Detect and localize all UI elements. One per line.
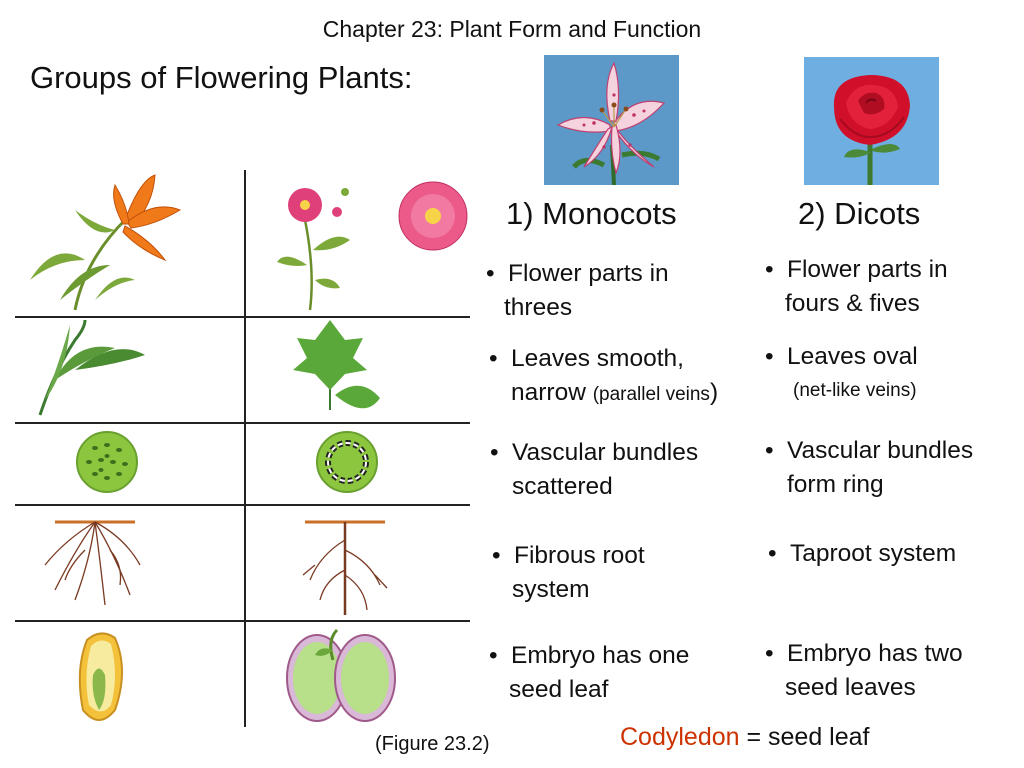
bullet-marker: • bbox=[768, 540, 777, 567]
monocot-leaf-illustration bbox=[38, 319, 145, 416]
dicots-heading: 2) Dicots bbox=[798, 196, 921, 231]
monocot-seed-illustration bbox=[78, 632, 123, 721]
bullet-line: Taproot system bbox=[790, 540, 957, 567]
lily-photo bbox=[544, 55, 679, 185]
monocot-embryo: • Embryo has one seed leaf bbox=[489, 639, 690, 707]
bullet-line: Embryo has two bbox=[787, 640, 963, 667]
monocot-leaves: • Leaves smooth, narrow (parallel veins) bbox=[489, 342, 719, 412]
bullet-line: narrow bbox=[511, 379, 586, 406]
note-close-paren: ) bbox=[709, 379, 719, 406]
slide-title: Groups of Flowering Plants: bbox=[30, 60, 413, 95]
bullet-line: Vascular bundles bbox=[512, 439, 699, 466]
monocot-vascular-illustration bbox=[76, 431, 138, 493]
dicot-root-illustration bbox=[302, 520, 388, 615]
bullet-marker: • bbox=[765, 437, 774, 464]
monocot-root: • Fibrous root system bbox=[492, 539, 645, 607]
bullet-marker: • bbox=[765, 256, 774, 283]
bullet-marker: • bbox=[489, 345, 498, 372]
monocot-flower-illustration bbox=[30, 174, 182, 311]
bullet-line: Flower parts in bbox=[508, 260, 669, 287]
net-like-veins-note: (net-like veins) bbox=[793, 380, 917, 401]
bullet-marker: • bbox=[486, 260, 495, 287]
dicot-root: • Taproot system bbox=[768, 537, 957, 571]
bullet-line: Vascular bundles bbox=[787, 437, 974, 464]
bullet-line: Leaves oval bbox=[787, 343, 918, 370]
dicot-vascular-illustration bbox=[316, 431, 378, 493]
codyledon-meaning: = seed leaf bbox=[739, 723, 870, 751]
bullet-marker: • bbox=[490, 439, 499, 466]
dicot-leaf-illustration bbox=[293, 320, 380, 410]
grid-lines bbox=[15, 170, 470, 727]
dicot-flower-illustration bbox=[277, 181, 468, 311]
bullet-line: scattered bbox=[512, 473, 613, 500]
bullet-line: Leaves smooth, bbox=[511, 345, 684, 372]
bullet-line: system bbox=[512, 576, 590, 603]
bullet-line: seed leaves bbox=[785, 674, 916, 701]
codyledon-definition: Codyledon = seed leaf bbox=[620, 723, 870, 752]
bullet-marker: • bbox=[492, 542, 501, 569]
dicot-embryo: • Embryo has two seed leaves bbox=[765, 637, 963, 705]
bullet-line: threes bbox=[504, 294, 573, 321]
bullet-line: Fibrous root bbox=[514, 542, 645, 569]
monocots-heading: 1) Monocots bbox=[506, 196, 677, 231]
monocot-root-illustration bbox=[44, 520, 141, 606]
bullet-marker: • bbox=[765, 640, 774, 667]
bullet-line: Embryo has one bbox=[511, 642, 690, 669]
chapter-header: Chapter 23: Plant Form and Function bbox=[322, 16, 702, 42]
bullet-line: seed leaf bbox=[509, 676, 609, 703]
bullet-marker: • bbox=[765, 343, 774, 370]
bullet-line: fours & fives bbox=[785, 290, 920, 317]
comparison-illustration-grid bbox=[15, 170, 470, 727]
bullet-line: form ring bbox=[787, 471, 884, 498]
dicot-leaves: • Leaves oval (net-like veins) bbox=[765, 340, 918, 408]
dicot-seed-illustration bbox=[286, 628, 396, 722]
bullet-line: Flower parts in bbox=[787, 256, 948, 283]
bullet-marker: • bbox=[489, 642, 498, 669]
monocot-flower-parts: • Flower parts in threes bbox=[486, 257, 669, 325]
dicot-vascular: • Vascular bundles form ring bbox=[765, 434, 974, 502]
codyledon-term: Codyledon bbox=[620, 723, 740, 751]
dicot-flower-parts: • Flower parts in fours & fives bbox=[765, 253, 948, 321]
figure-reference: (Figure 23.2) bbox=[375, 733, 490, 755]
parallel-veins-note: (parallel veins bbox=[592, 384, 710, 405]
monocot-vascular: • Vascular bundles scattered bbox=[490, 436, 699, 504]
rose-photo bbox=[804, 57, 939, 185]
